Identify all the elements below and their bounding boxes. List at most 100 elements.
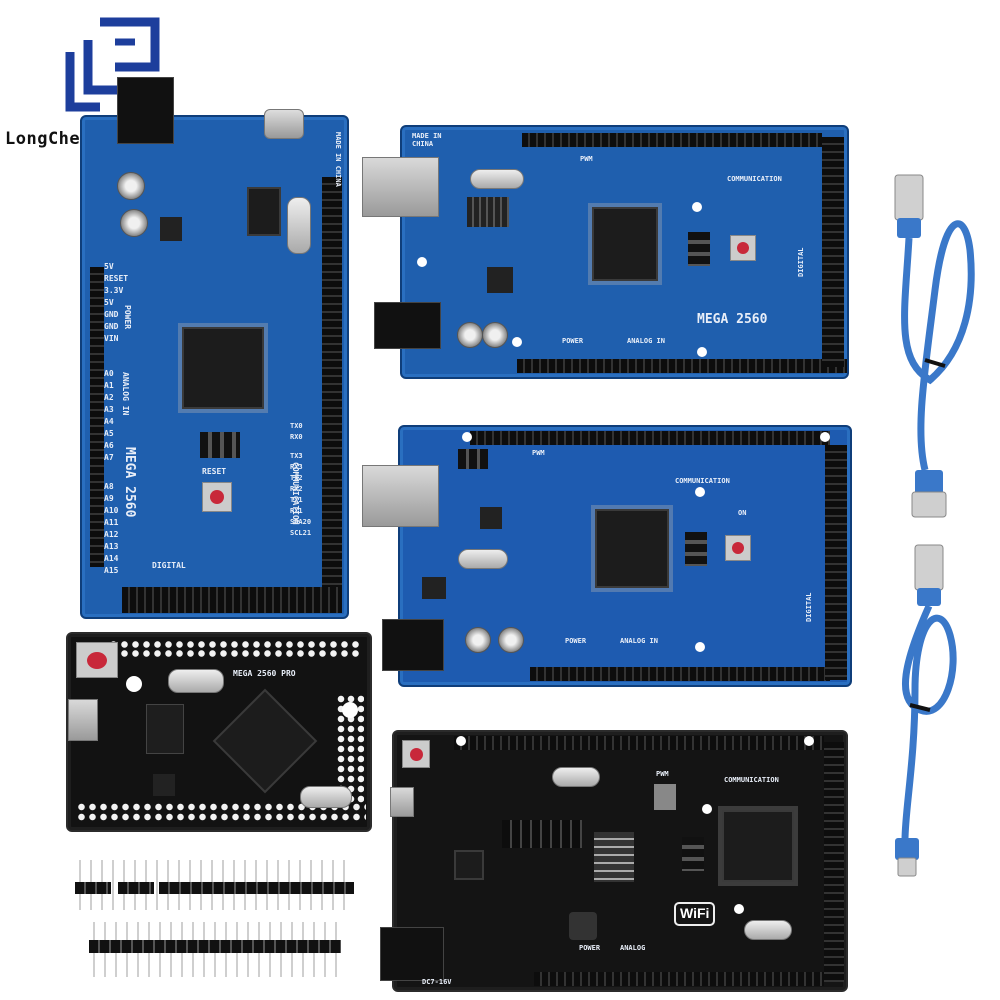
usb-b-port	[362, 465, 439, 527]
pin-label: A10	[104, 506, 119, 515]
board-wifi-mega: WiFi COMMUNICATION PWM POWER ANALOG DC7-…	[380, 730, 848, 992]
micro-usb-port	[68, 699, 98, 741]
pin-label: A4	[104, 417, 114, 426]
header-right	[322, 177, 342, 587]
pin-label: A7	[104, 453, 114, 462]
pin-label: A9	[104, 494, 114, 503]
capacitor-1	[117, 172, 145, 200]
analog-pin-labels-b: A8 A9 A10 A11 A12 A13 A14 A15	[104, 482, 118, 578]
pin-label: 5V	[104, 298, 114, 307]
pin-label: A13	[104, 542, 119, 551]
reset-button	[730, 235, 756, 261]
comm-label: COMMUNICATION	[675, 477, 730, 485]
dc-power-jack	[117, 77, 174, 144]
pin-label: A14	[104, 554, 119, 563]
atmega2560-chip	[595, 509, 669, 588]
pin-label: VIN	[104, 334, 119, 343]
mount-hole	[126, 676, 142, 692]
atmega2560-chip	[212, 688, 318, 794]
comm-label: COMMUNICATION	[727, 175, 782, 183]
pin-label: 3.3V	[104, 286, 124, 295]
voltage-regulator	[422, 577, 446, 599]
usb-cable-2	[895, 544, 957, 877]
usb-b-port	[362, 157, 439, 217]
header-top	[454, 736, 824, 750]
comm-label: COMMUNICATION	[724, 776, 779, 784]
voltage-label: DC7-16V	[422, 978, 452, 986]
dc-power-jack	[382, 619, 444, 671]
header-socket	[502, 820, 582, 848]
digital-label: DIGITAL	[152, 561, 186, 570]
inductor	[569, 912, 597, 940]
mount-hole	[820, 432, 830, 442]
header-top	[522, 133, 822, 147]
model-label: MEGA 2560	[697, 312, 768, 327]
header-strip-1	[75, 882, 111, 894]
icsp-header	[200, 432, 240, 458]
mount-hole	[417, 257, 427, 267]
on-label: ON	[738, 509, 747, 517]
mount-hole	[697, 347, 707, 357]
pin-label: RESET	[104, 274, 129, 283]
pwm-label: PWM	[580, 155, 593, 163]
mount-hole	[692, 202, 702, 212]
pin-label: RX1	[290, 507, 303, 515]
pin-label: TX0	[290, 422, 303, 430]
power-label: POWER	[565, 637, 587, 645]
pin-label: GND	[104, 322, 119, 331]
mount-hole	[695, 642, 705, 652]
pin-label: GND	[104, 310, 119, 319]
analog-label: ANALOG IN	[620, 637, 658, 645]
pin-header-strips	[75, 860, 355, 980]
power-label: POWER	[562, 337, 584, 345]
analog-label: ANALOG	[620, 944, 646, 952]
header-bottom	[517, 359, 847, 373]
reset-button	[76, 642, 118, 678]
header-strip-4	[89, 940, 341, 953]
analog-label: ANALOG IN	[121, 372, 130, 416]
power-label: POWER	[579, 944, 601, 952]
esp8266-chip	[454, 850, 484, 880]
usb-type-c-port	[264, 109, 304, 139]
mount-hole	[462, 432, 472, 442]
atmega2560-chip	[592, 207, 658, 281]
reset-button	[402, 740, 430, 768]
made-in-label: MADE IN CHINA	[334, 132, 342, 187]
power-pin-labels: 5V RESET 3.3V 5V GND GND VIN	[104, 262, 128, 346]
capacitor-1	[457, 322, 483, 348]
voltage-regulator	[153, 774, 175, 796]
pin-label: TX3	[290, 452, 303, 460]
pin-label: RX0	[290, 433, 303, 441]
dc-power-jack	[374, 302, 441, 349]
pin-label: A8	[104, 482, 114, 491]
mount-hole	[512, 337, 522, 347]
board-ch340-mega: ON PWM COMMUNICATION POWER ANALOG IN DIG…	[362, 425, 852, 687]
header-right	[824, 742, 844, 982]
usb-serial-chip	[467, 197, 509, 227]
analog-pin-labels: A0 A1 A2 A3 A4 A5 A6 A7	[104, 369, 114, 465]
mount-hole	[695, 487, 705, 497]
header-right	[822, 137, 844, 367]
pwm-label: PWM	[656, 770, 669, 778]
usb-serial-chip	[247, 187, 281, 236]
pin-label: RX2	[290, 485, 303, 493]
dip-switch	[594, 832, 634, 882]
pin-holes-top	[108, 640, 363, 658]
ch340-chip	[480, 507, 502, 529]
header-top	[470, 431, 830, 445]
crystal	[470, 169, 524, 189]
micro-usb-port	[390, 787, 414, 817]
digital-label: DIGITAL	[805, 592, 813, 622]
mount-hole	[456, 736, 466, 746]
crystal	[287, 197, 311, 254]
pin-holes-bottom	[76, 802, 366, 822]
pin-label: A2	[104, 393, 114, 402]
icsp-header	[682, 837, 704, 871]
pin-label: SCL21	[290, 529, 312, 537]
icsp-header	[688, 232, 710, 266]
crystal-2	[300, 786, 352, 808]
board-classic-mega: MEGA 2560 MADE IN CHINA COMMUNICATION PW…	[362, 125, 849, 379]
voltage-regulator	[487, 267, 513, 293]
model-label: MEGA 2560 PRO	[233, 669, 296, 678]
comm-pin-labels: TX0 RX0 TX3 RX3 TX2 RX2 TX1 RX1 SDA20 SC…	[290, 422, 311, 540]
